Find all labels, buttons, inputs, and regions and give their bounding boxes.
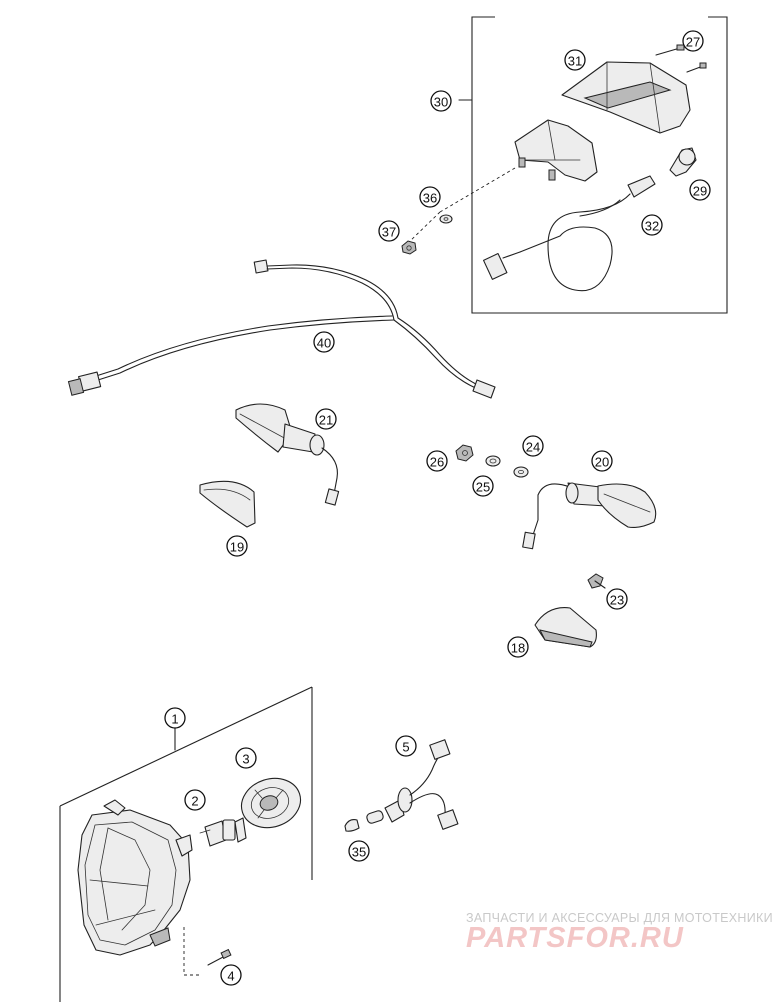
callout-24: 24: [522, 435, 544, 457]
headlight-group-box: [59, 686, 313, 1002]
callout-4: 4: [220, 964, 242, 986]
nut-part-37: [401, 240, 417, 255]
callout-29: 29: [689, 179, 711, 201]
tail-light-lens-part-31: [561, 61, 691, 134]
svg-text:19: 19: [230, 540, 244, 555]
watermark-logo: PARTSFOR.RU: [466, 922, 684, 954]
washer-part-36: [439, 214, 453, 224]
svg-text:5: 5: [402, 740, 409, 755]
svg-text:26: 26: [430, 455, 444, 470]
callout-30: 30: [430, 90, 452, 112]
bolt-part-27: [655, 44, 707, 73]
tail-light-housing: [514, 119, 598, 182]
callout-1: 1: [164, 707, 186, 729]
parking-bulb-part-35: [344, 810, 384, 832]
svg-text:25: 25: [476, 480, 490, 495]
watermark-tagline: ЗАПЧАСТИ И АКСЕССУАРЫ ДЛЯ МОТОТЕХНИКИ: [466, 911, 773, 925]
callout-21: 21: [315, 408, 337, 430]
callout-2: 2: [184, 789, 206, 811]
headlight-bulb-part-2: [199, 817, 247, 847]
headlight-housing-part-1: [77, 799, 193, 956]
svg-text:23: 23: [610, 593, 624, 608]
svg-text:21: 21: [319, 413, 333, 428]
wiring-harness-part-40: [67, 259, 496, 399]
svg-text:29: 29: [693, 184, 707, 199]
callout-19: 19: [226, 535, 248, 557]
svg-text:35: 35: [352, 845, 366, 860]
callout-23: 23: [606, 588, 628, 610]
bulb-part-29: [669, 147, 697, 177]
screw-part-4: [207, 948, 232, 966]
svg-text:18: 18: [511, 641, 525, 656]
indicator-lens-part-18: [534, 607, 597, 648]
svg-text:37: 37: [382, 225, 396, 240]
callout-36: 36: [419, 186, 441, 208]
callout-37: 37: [378, 220, 400, 242]
callout-3: 3: [235, 747, 257, 769]
indicator-part-20: [522, 482, 657, 550]
svg-text:20: 20: [595, 455, 609, 470]
callout-20: 20: [591, 450, 613, 472]
indicator-part-21: [235, 403, 340, 506]
callout-25: 25: [472, 475, 494, 497]
bulb-socket-cable-part-5: [384, 739, 459, 830]
headlight-cap-part-3: [240, 777, 302, 829]
svg-text:24: 24: [526, 440, 540, 455]
svg-text:31: 31: [568, 54, 582, 69]
svg-text:40: 40: [317, 336, 331, 351]
tail-light-mount-dashes: [407, 167, 516, 244]
callout-32: 32: [641, 214, 663, 236]
svg-text:36: 36: [423, 191, 437, 206]
svg-text:30: 30: [434, 95, 448, 110]
screw-part-23: [587, 573, 606, 589]
callout-26: 26: [426, 450, 448, 472]
callout-31: 31: [564, 49, 586, 71]
svg-text:3: 3: [242, 752, 249, 767]
svg-text:4: 4: [227, 969, 234, 984]
svg-text:1: 1: [171, 712, 178, 727]
callout-18: 18: [507, 636, 529, 658]
svg-text:2: 2: [191, 794, 198, 809]
callout-27: 27: [682, 30, 704, 52]
lock-washer-part-25: [485, 455, 501, 467]
svg-text:27: 27: [686, 35, 700, 50]
svg-text:32: 32: [645, 219, 659, 234]
callout-35: 35: [348, 840, 370, 862]
nut-part-26: [455, 444, 474, 462]
washer-part-24: [513, 466, 529, 478]
tail-light-group-box: [458, 16, 728, 314]
indicator-lens-part-19: [199, 480, 256, 528]
callout-40: 40: [313, 331, 335, 353]
tail-light-cable-part-32: [482, 175, 656, 292]
callout-5: 5: [395, 735, 417, 757]
